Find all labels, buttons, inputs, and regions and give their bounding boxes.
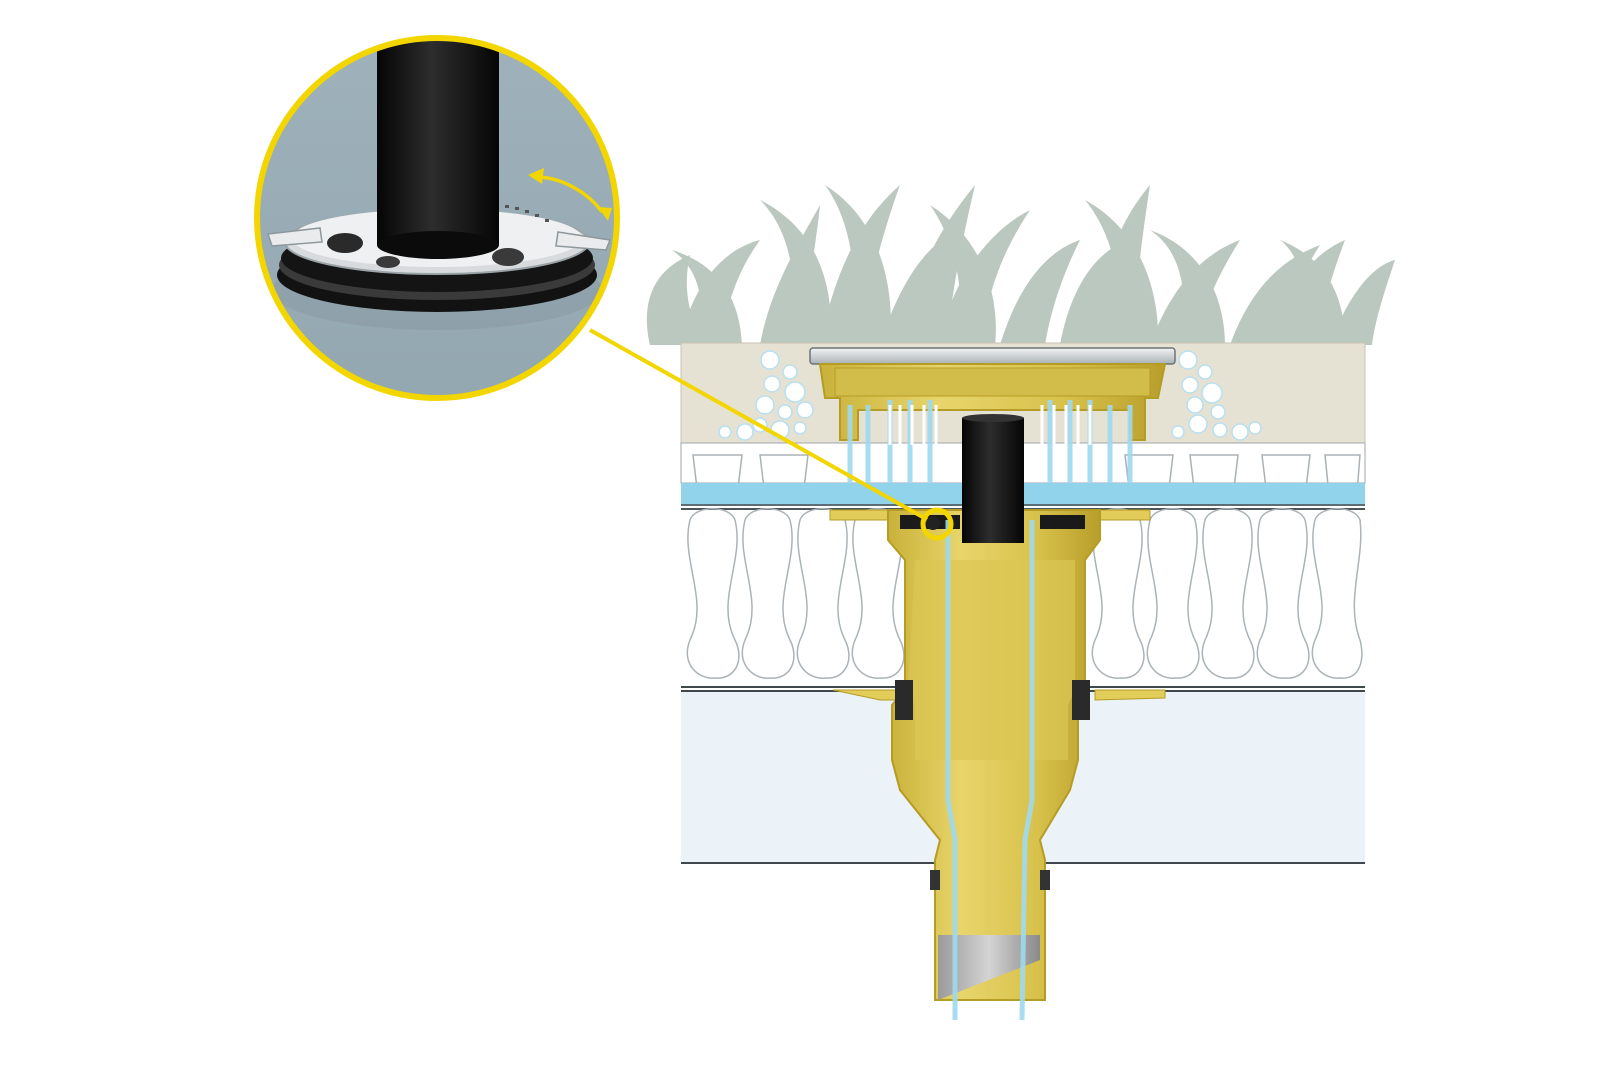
plant-grass-icon [646, 185, 1395, 345]
insulation-pattern [686, 508, 1363, 679]
drain-grate-box [809, 347, 1176, 441]
callout-leader-line [589, 328, 929, 522]
gravel-pebbles [718, 350, 1262, 441]
black-pipe-icon [962, 414, 1024, 543]
grate-slots [888, 405, 1092, 445]
detail-marker-circle [920, 507, 954, 541]
detail-callout-icon [254, 35, 620, 401]
water-flow-streams [847, 400, 1133, 1021]
